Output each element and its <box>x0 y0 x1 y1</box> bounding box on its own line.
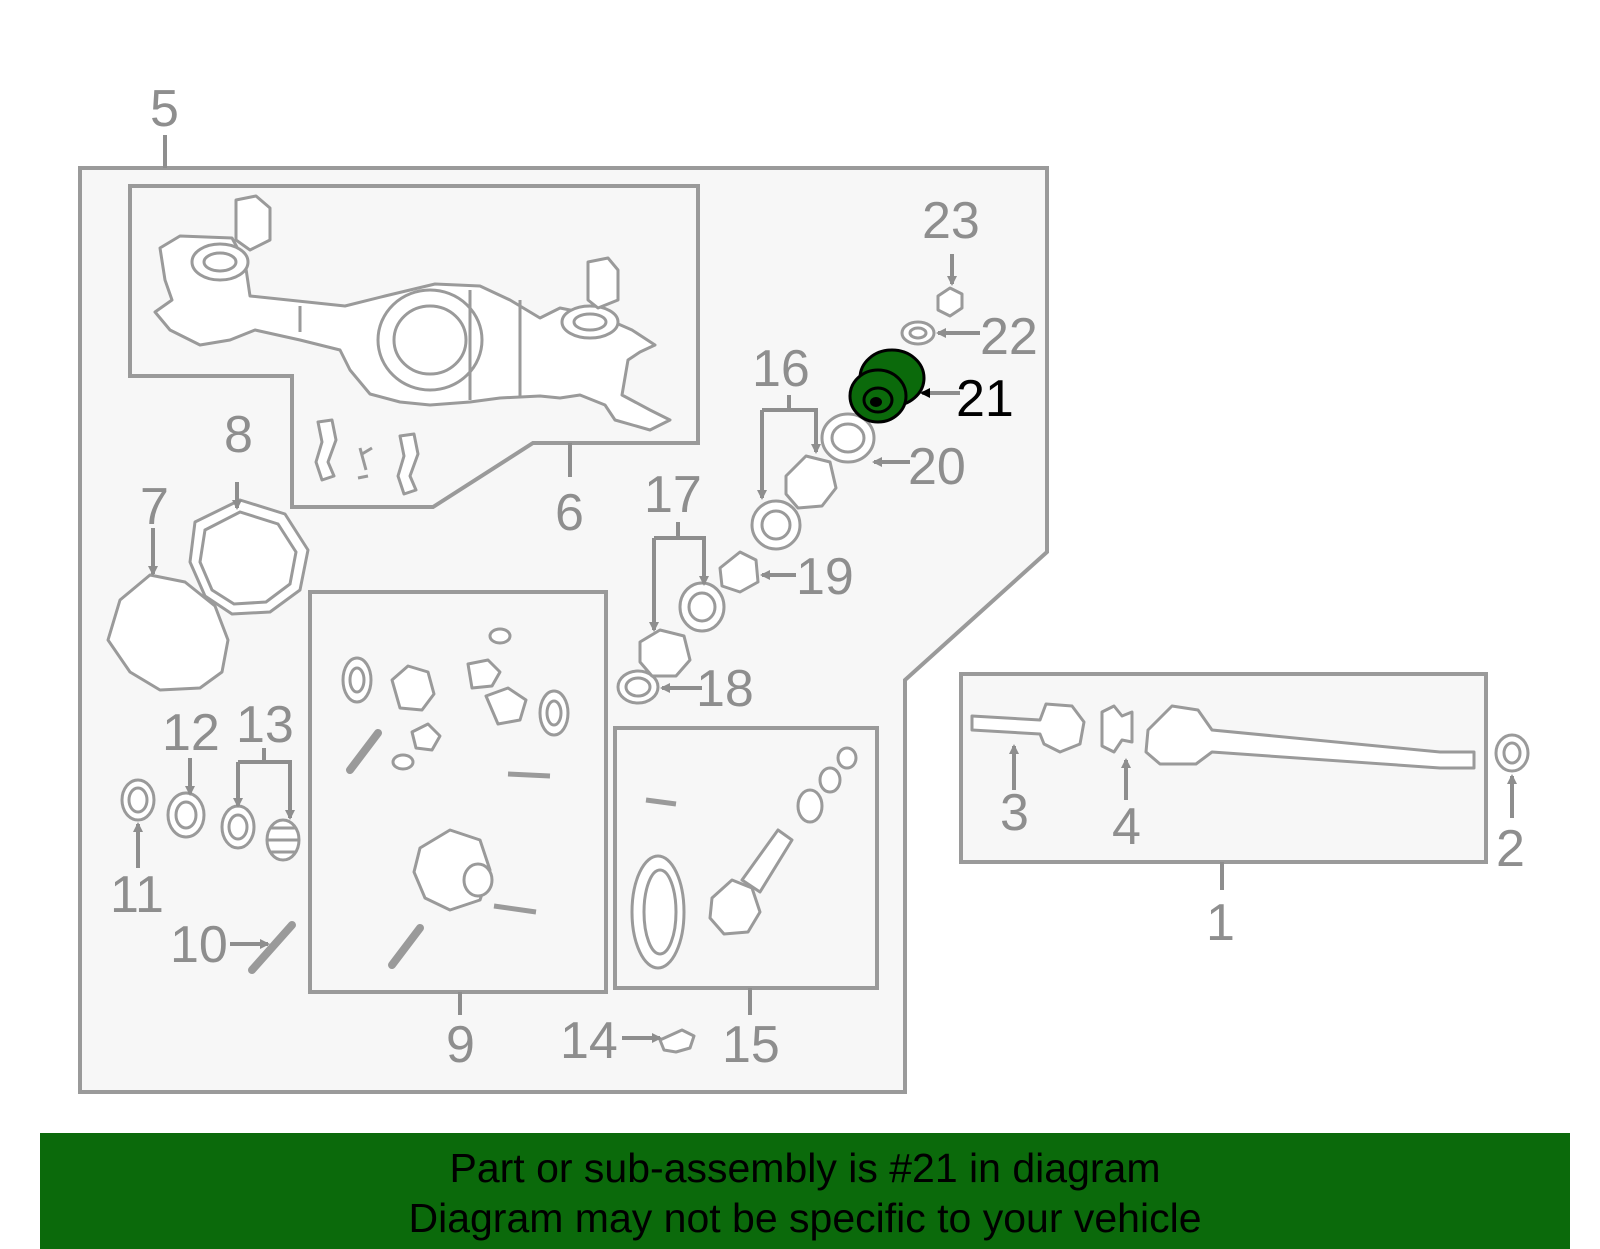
axle-housing-drawing <box>153 194 672 432</box>
pinion-stack-drawing <box>616 286 964 705</box>
pin-10-drawing <box>248 921 296 974</box>
callout-20: 20 <box>908 438 966 496</box>
callout-9: 9 <box>446 1016 475 1074</box>
callout-2: 2 <box>1496 820 1525 878</box>
callout-14: 14 <box>560 1012 618 1070</box>
callout-6: 6 <box>555 484 584 542</box>
callout-5: 5 <box>150 80 179 138</box>
part-21-highlighted[interactable] <box>848 348 926 424</box>
gasket-drawing <box>188 498 310 616</box>
callout-17: 17 <box>644 466 702 524</box>
group-box-1 <box>959 672 1488 864</box>
callout-22: 22 <box>980 308 1038 366</box>
part-14-drawing <box>658 1028 696 1054</box>
cover-drawing <box>106 573 230 692</box>
steering-arms-drawing <box>314 418 420 496</box>
callout-15: 15 <box>722 1016 780 1074</box>
differential-parts-drawing <box>341 627 570 969</box>
callout-13: 13 <box>236 696 294 754</box>
callout-7: 7 <box>140 478 169 536</box>
callout-18: 18 <box>696 660 754 718</box>
callout-4: 4 <box>1112 798 1141 856</box>
callout-19: 19 <box>796 548 854 606</box>
callout-10: 10 <box>170 916 228 974</box>
bearings-11-13-drawing <box>120 778 301 862</box>
axle-shaft-parts-drawing <box>970 702 1530 773</box>
callout-23: 23 <box>922 192 980 250</box>
callout-21: 21 <box>956 370 1014 428</box>
ring-pinion-drawing <box>630 746 858 970</box>
callout-16: 16 <box>752 340 810 398</box>
callout-11: 11 <box>110 866 164 924</box>
diagram-note-banner: Part or sub-assembly is #21 in diagram D… <box>40 1133 1570 1249</box>
vehicle-disclaimer-text: Diagram may not be specific to your vehi… <box>408 1195 1202 1241</box>
callout-12: 12 <box>162 704 220 762</box>
group-box-9 <box>308 590 608 994</box>
callout-3: 3 <box>1000 784 1029 842</box>
callout-8: 8 <box>224 406 253 464</box>
callout-1: 1 <box>1206 894 1235 952</box>
part-note-text: Part or sub-assembly is #21 in diagram <box>449 1145 1161 1191</box>
